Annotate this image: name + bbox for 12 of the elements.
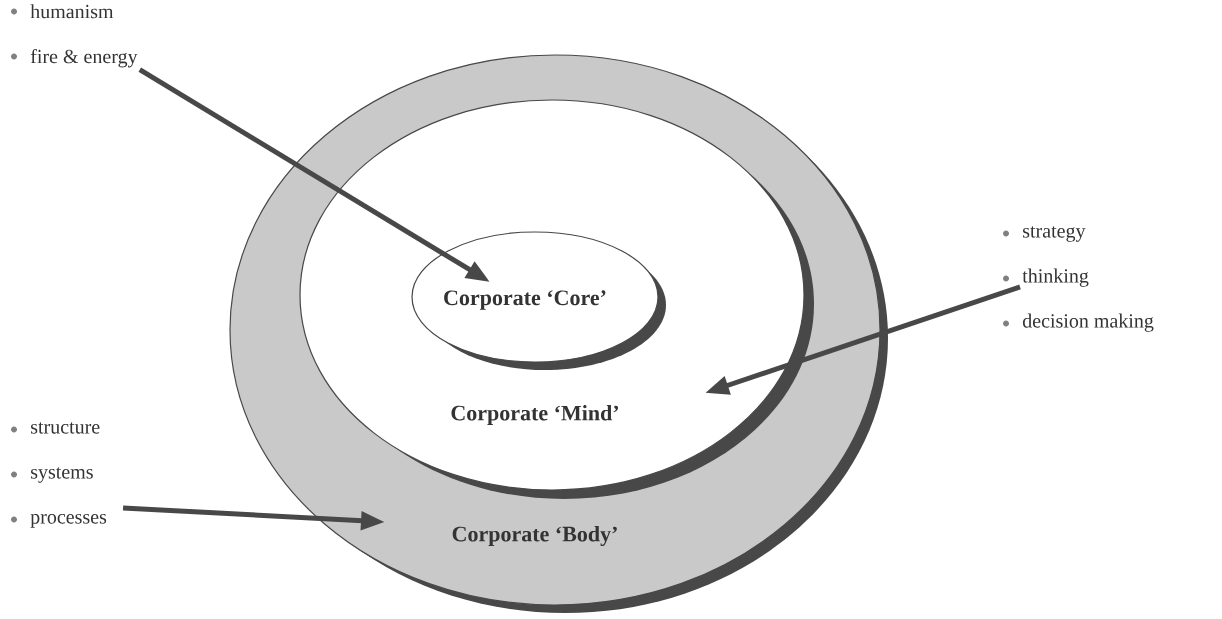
node-label: fire & energy [30,49,138,68]
bullet-list: structure systems processes [11,422,107,528]
node-label: decision making [1022,313,1154,332]
node-label: processes [30,514,107,528]
node-label: systems [31,467,93,483]
node-label: structure [31,422,100,434]
node-label: humanism [30,4,114,19]
node-label: strategy [1023,226,1086,242]
bullet-list: strategy thinking decision making [1003,226,1154,332]
node-label: thinking [1022,268,1089,287]
ellipse-region: Corporate ‘Core’ [411,231,666,370]
bullet-list: humanism fire & energy [11,4,138,68]
